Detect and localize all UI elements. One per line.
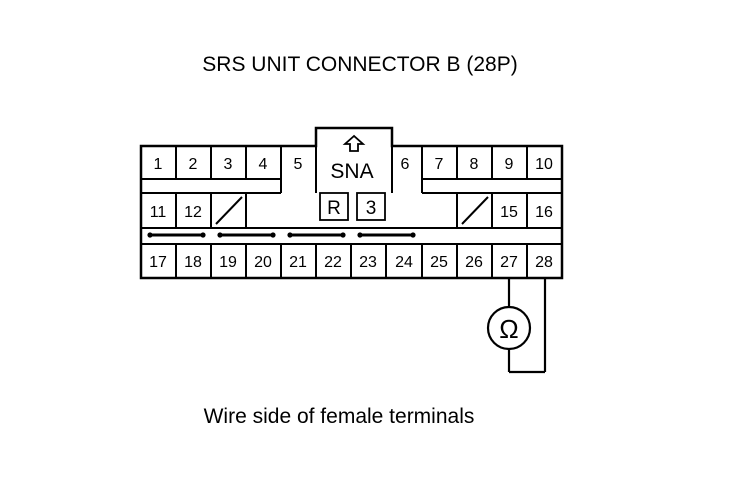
pin-1: 1 (154, 156, 163, 173)
pin-28: 28 (535, 254, 553, 271)
pin-11: 11 (150, 204, 167, 221)
empty-cavity-13-mark (215, 196, 243, 225)
pin-10: 10 (535, 156, 553, 173)
pin-7: 7 (435, 156, 444, 173)
pin-labels-row-2: 11 12 15 16 (150, 204, 553, 221)
pin-12: 12 (184, 204, 202, 221)
pin-19: 19 (219, 254, 237, 271)
pin-25: 25 (430, 254, 448, 271)
pin-21: 21 (289, 254, 307, 271)
box-3-label: 3 (366, 198, 377, 219)
pin-3: 3 (224, 156, 233, 173)
empty-cavity-14-mark (461, 196, 489, 225)
ohmmeter-wiring (507, 278, 547, 374)
pin-17: 17 (149, 254, 167, 271)
pin-27: 27 (500, 254, 518, 271)
pin-6: 6 (401, 156, 410, 173)
pin-24: 24 (395, 254, 413, 271)
shorting-bar-dots (147, 232, 416, 238)
connector-body (139, 126, 564, 280)
pin-2: 2 (189, 156, 198, 173)
pin-labels-row-3: 17 18 19 20 21 22 23 24 25 26 27 28 (149, 254, 553, 271)
pin-26: 26 (465, 254, 483, 271)
pin-22: 22 (324, 254, 342, 271)
pin-16: 16 (535, 204, 553, 221)
pin-8: 8 (470, 156, 479, 173)
pin-5: 5 (294, 156, 303, 173)
sna-label: SNA (330, 160, 373, 183)
ohmmeter-icon: Ω (486, 305, 532, 351)
pin-4: 4 (259, 156, 268, 173)
ohm-symbol: Ω (499, 314, 518, 344)
pin-labels-row-1: 1 2 3 4 5 6 7 8 9 10 (154, 156, 553, 173)
pin-18: 18 (184, 254, 202, 271)
pin-23: 23 (359, 254, 377, 271)
box-r-label: R (327, 198, 341, 219)
pin-9: 9 (505, 156, 514, 173)
pin-20: 20 (254, 254, 272, 271)
diagram-caption: Wire side of female terminals (204, 405, 475, 428)
pin-15: 15 (500, 204, 518, 221)
diagram-title: SRS UNIT CONNECTOR B (28P) (202, 53, 517, 76)
up-arrow-icon (342, 134, 366, 152)
